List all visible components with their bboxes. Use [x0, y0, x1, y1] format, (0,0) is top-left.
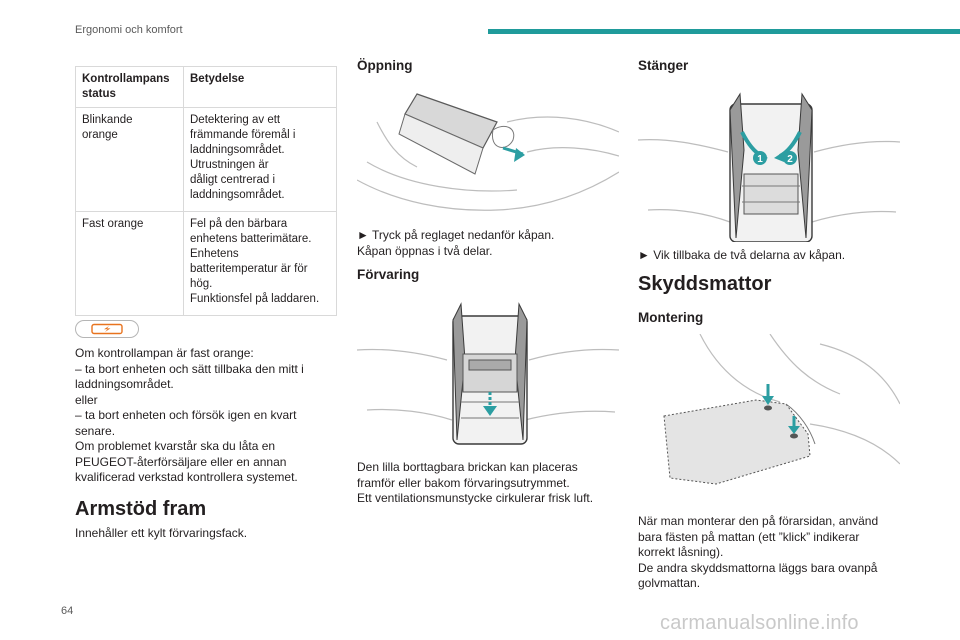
table-header-meaning: Betydelse [183, 66, 337, 108]
storage-text: Den lilla borttagbara brickan kan placer… [357, 460, 594, 505]
armrest-storage-illustration [357, 302, 619, 445]
table-cell-status: Fast orange [75, 211, 184, 316]
armrest-heading: Armstöd fram [75, 498, 207, 520]
callout-1: 1 [757, 154, 763, 165]
opening-heading: Öppning [357, 58, 413, 73]
watermark: carmanualsonline.info [660, 612, 859, 634]
table-header-row: Kontrollampans status Betydelse [75, 66, 337, 108]
wireless-charging-indicator-icon [75, 320, 139, 338]
indicator-status-table: Kontrollampans status Betydelse Blinkand… [75, 66, 337, 316]
armrest-opening-illustration [357, 93, 619, 211]
callout-2: 2 [787, 154, 793, 165]
running-header: Ergonomi och komfort [75, 24, 183, 36]
table-row: Blinkande orange Detektering av ett främ… [75, 107, 337, 212]
armrest-description: Innehåller ett kylt förvaringsfack. [75, 526, 248, 540]
header-accent-bar [488, 29, 960, 34]
closing-heading: Stänger [638, 58, 689, 73]
table-cell-meaning: Fel på den bärbara enhetens batterimätar… [183, 211, 337, 316]
phone-charging-icon [91, 323, 123, 335]
table-cell-status: Blinkande orange [75, 107, 184, 212]
table-row: Fast orange Fel på den bärbara enhetens … [75, 211, 337, 316]
table-header-status: Kontrollampans status [75, 66, 184, 108]
table-cell-meaning: Detektering av ett främmande föremål i l… [183, 107, 337, 212]
floor-mat-mounting-illustration [663, 334, 900, 485]
storage-heading: Förvaring [357, 267, 420, 282]
mats-text: När man monterar den på förarsidan, anvä… [638, 514, 879, 590]
page-number: 64 [61, 605, 74, 617]
mounting-heading: Montering [638, 310, 704, 325]
closing-text: ► Vik tillbaka de två delarna av kåpan. [638, 248, 846, 262]
armrest-closing-illustration: 1 2 [638, 92, 900, 242]
mats-heading: Skyddsmattor [638, 273, 772, 295]
orange-light-instructions: Om kontrollampan är fast orange: – ta bo… [75, 346, 304, 484]
opening-text: ► Tryck på reglaget nedanför kåpan. Kåpa… [357, 228, 555, 258]
